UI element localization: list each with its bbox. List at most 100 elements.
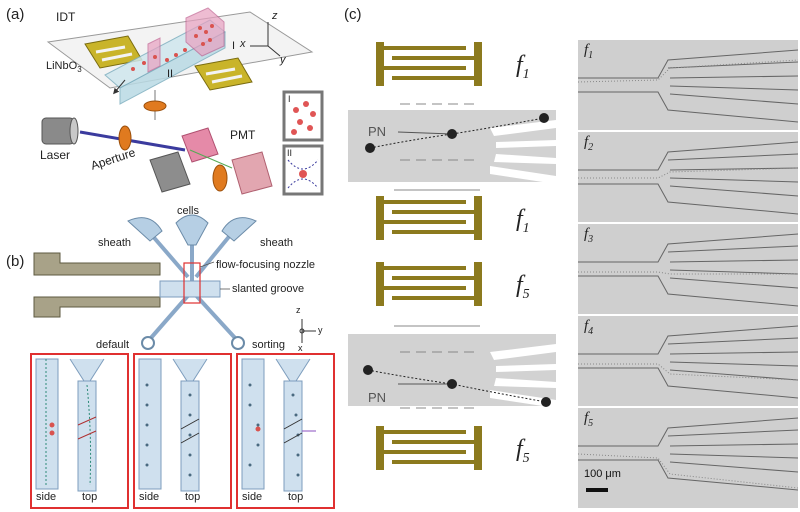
particle-stream	[131, 24, 214, 71]
panel-c-label: (c)	[344, 6, 362, 23]
laser-label: Laser	[40, 148, 71, 162]
aperture-lens	[118, 125, 132, 151]
chip-axis	[299, 319, 316, 343]
region-one-label: I	[232, 40, 236, 52]
freq-subscript: 2	[588, 142, 594, 153]
freq-subscript: 3	[588, 234, 594, 245]
nozzle-highlight	[183, 262, 201, 304]
sheath-inlet-right	[221, 217, 257, 242]
schematic-freq-label: f1	[516, 52, 530, 83]
freq-symbol: f	[584, 226, 589, 242]
freq-subscript: 1	[522, 220, 530, 236]
pmt-label: PMT	[230, 128, 256, 142]
substrate-label: LiNbO3	[46, 60, 82, 74]
freq-subscript: 1	[522, 66, 530, 82]
laser-beam	[79, 130, 186, 152]
axis-x-label: x	[240, 38, 246, 50]
sorting-label: sorting	[252, 339, 286, 351]
panel-a: (a)	[0, 0, 330, 230]
inset-region-i	[282, 90, 324, 142]
sheath-right-label: sheath	[260, 237, 294, 249]
micrograph-panel: f5 100 μm	[578, 408, 798, 508]
micrograph-freq-label: f1	[584, 42, 593, 61]
particle-mid	[447, 129, 457, 139]
substrate-subscript: 3	[77, 65, 82, 75]
view-side-label: side	[242, 491, 263, 503]
laser-source	[41, 117, 75, 145]
filter-cube	[149, 151, 191, 193]
axis-triad	[250, 22, 281, 57]
outlet-sorting	[231, 336, 245, 350]
cross-section-view: side top	[236, 353, 335, 509]
freq-symbol: f	[584, 42, 589, 58]
chip-idt-electrode-bottom	[33, 296, 161, 318]
chip-axis-x: x	[298, 343, 303, 353]
micrograph-freq-label: f5	[584, 410, 593, 429]
substrate-formula: LiNbO	[46, 60, 78, 72]
schematic-freq-label: f5	[516, 436, 530, 467]
particle-mid	[447, 379, 457, 389]
sheath-inlet-left	[127, 217, 163, 242]
axis-z-label: z	[272, 10, 278, 22]
panel-b-chip	[33, 214, 316, 350]
dichroic-mirror	[181, 127, 219, 163]
chip-axis-y: y	[318, 325, 323, 335]
cross-section-view: side top	[133, 353, 232, 509]
groove-label: slanted groove	[232, 283, 305, 295]
freq-symbol: f	[516, 52, 523, 78]
idt-schematic	[376, 196, 482, 240]
sheath-left-label: sheath	[98, 237, 132, 249]
micrograph-column: f1 f2 f3 f4	[578, 40, 798, 510]
nozzle-label: flow-focusing nozzle	[216, 259, 316, 271]
freq-subscript: 5	[522, 450, 530, 466]
schematic-freq-label: f1	[516, 206, 530, 237]
pn-label: PN	[368, 390, 387, 405]
particle-start	[365, 143, 375, 153]
axis-y-label: y	[280, 54, 286, 66]
region-two-label: II	[167, 68, 174, 80]
view-top-label: top	[185, 491, 201, 503]
freq-symbol: f	[584, 134, 589, 150]
chip-idt-electrode-top	[33, 252, 161, 276]
cells-label: cells	[177, 205, 200, 217]
view-top-label: top	[288, 491, 304, 503]
schematic-freq-label: f5	[516, 272, 530, 303]
panel-a-label: (a)	[6, 6, 25, 23]
view-side-label: side	[139, 491, 160, 503]
freq-subscript: 4	[588, 326, 594, 337]
inset-one-label: I	[288, 94, 291, 104]
freq-subscript: 1	[588, 50, 594, 61]
cross-section-views: side top side top	[30, 353, 336, 509]
pmt-detector	[231, 151, 273, 195]
particle-start	[363, 365, 373, 375]
freq-symbol: f	[516, 436, 523, 462]
chip-channels	[148, 231, 238, 341]
pmt-lens	[212, 164, 228, 192]
inset-two-label: II	[287, 148, 293, 158]
chip-interaction-zone	[159, 280, 221, 298]
idt-right-electrode	[194, 57, 253, 91]
scale-bar	[586, 488, 608, 492]
particle-end	[541, 397, 551, 407]
idt-label: IDT	[56, 10, 76, 24]
idt-schematic	[376, 42, 482, 86]
region-ii-plane	[147, 37, 161, 73]
default-label: default	[96, 339, 130, 351]
freq-subscript: 5	[522, 286, 530, 302]
freq-symbol: f	[584, 318, 589, 334]
micrograph-freq-label: f2	[584, 134, 593, 153]
panel-c-schematics	[348, 42, 556, 470]
idt-schematic	[376, 262, 482, 306]
micrograph-panel: f4	[578, 316, 798, 408]
freq-symbol: f	[584, 410, 589, 426]
scale-bar-label: 100 μm	[584, 468, 621, 480]
micrograph-panel: f3	[578, 224, 798, 316]
freq-symbol: f	[516, 272, 523, 298]
objective-lens	[143, 100, 167, 112]
panel-b: (b) cells sheath sheath fl	[0, 205, 345, 512]
view-side-label: side	[36, 491, 57, 503]
pn-label: PN	[368, 124, 387, 139]
panel-a-illustration	[41, 7, 324, 196]
idt-schematic	[376, 426, 482, 470]
panel-b-label: (b)	[6, 253, 25, 270]
